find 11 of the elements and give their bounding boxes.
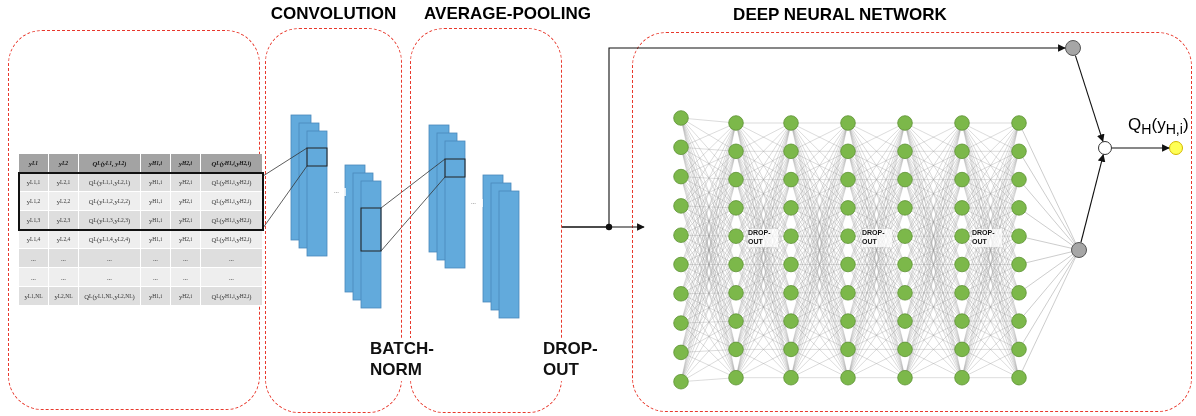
panel-heading: CONVOLUTION [269,4,398,24]
arrow [1080,154,1106,243]
panel-heading: AVERAGE-POOLING [423,4,592,24]
neuron-circle [1065,40,1081,56]
panel-heading: DEEP NEURAL NETWORK [732,5,948,25]
arrow [1074,55,1105,143]
arrow [561,44,1066,228]
neuron-circle [1098,141,1112,155]
output-label: Q$_{H}$(y$_{H,i}$) [1128,115,1189,140]
neuron-circle [1071,242,1087,258]
arrow [1111,144,1170,152]
